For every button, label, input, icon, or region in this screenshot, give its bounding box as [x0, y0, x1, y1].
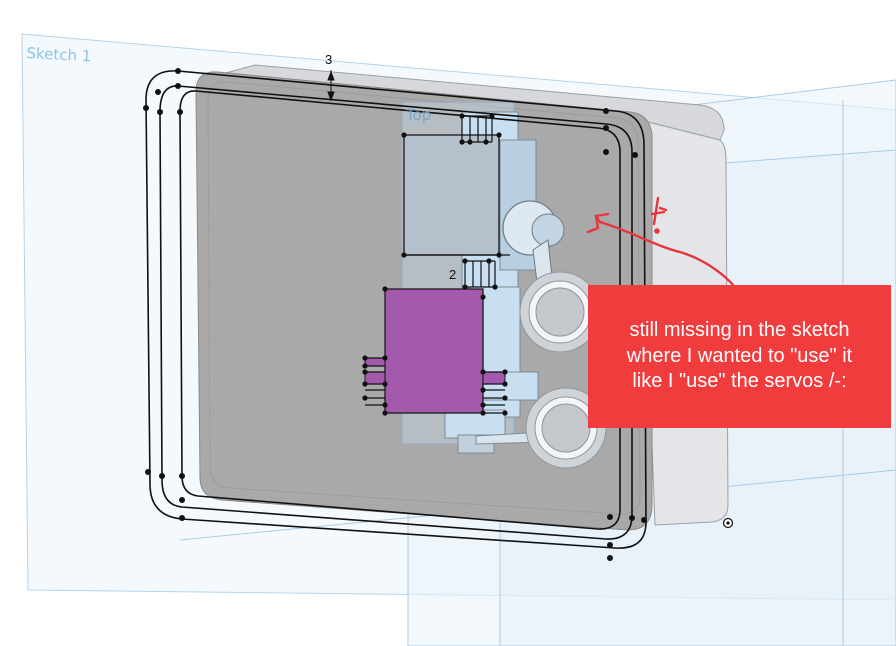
dimension-top[interactable] [327, 70, 335, 102]
servo-tabs [365, 115, 510, 414]
origin-marker-icon[interactable] [722, 517, 734, 529]
sketch-points[interactable] [143, 68, 647, 561]
annotation-callout: still missing in the sketch where I want… [588, 285, 891, 428]
servo-lower-selected[interactable] [384, 288, 484, 414]
annotation-arrow [586, 196, 737, 289]
plane-top-label[interactable]: Top [406, 106, 432, 124]
button-ring-lower [525, 387, 607, 469]
dimension-value-mid[interactable]: 2 [449, 267, 457, 282]
sketch-outline[interactable] [145, 70, 647, 549]
annotation-text: still missing in the sketch where I want… [626, 319, 853, 393]
dimension-value-top[interactable]: 3 [325, 52, 333, 67]
sketch-name-label[interactable]: Sketch 1 [26, 44, 92, 66]
button-ring-upper [519, 271, 601, 353]
servo-upper[interactable] [403, 134, 500, 256]
